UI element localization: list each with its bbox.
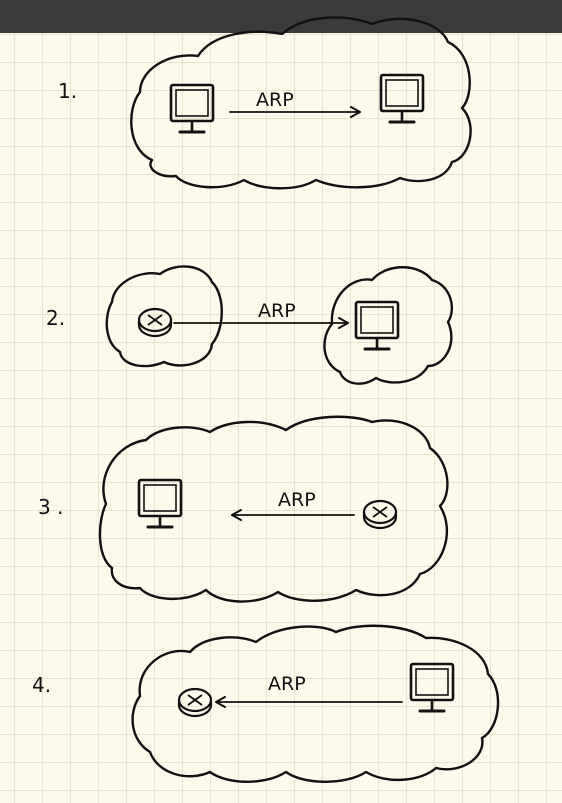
- router-icon: [177, 687, 213, 718]
- network-cloud: [131, 624, 500, 783]
- step-number: 2.: [46, 306, 65, 330]
- network-cloud: [98, 415, 449, 603]
- router-icon: [137, 307, 173, 338]
- step-4: 4. ARP: [32, 624, 500, 783]
- arrow-label: ARP: [268, 673, 306, 695]
- top-bar: [0, 0, 562, 33]
- computer-monitor-icon: [169, 83, 215, 134]
- step-number: 3 .: [38, 495, 63, 519]
- step-3: 3 . ARP: [38, 415, 449, 603]
- step-1: 1. ARP: [58, 16, 472, 190]
- network-cloud: [105, 265, 223, 368]
- network-cloud: [323, 266, 453, 385]
- network-cloud: [130, 16, 472, 190]
- arrow-label: ARP: [258, 300, 296, 322]
- step-number: 1.: [58, 79, 77, 103]
- computer-monitor-icon: [409, 662, 455, 713]
- computer-monitor-icon: [379, 73, 425, 124]
- step-number: 4.: [32, 673, 51, 697]
- computer-monitor-icon: [137, 478, 183, 529]
- router-icon: [362, 499, 398, 530]
- computer-monitor-icon: [354, 300, 400, 351]
- arrow-label: ARP: [256, 89, 294, 111]
- arrow-label: ARP: [278, 489, 316, 511]
- step-2: 2. ARP: [46, 265, 453, 385]
